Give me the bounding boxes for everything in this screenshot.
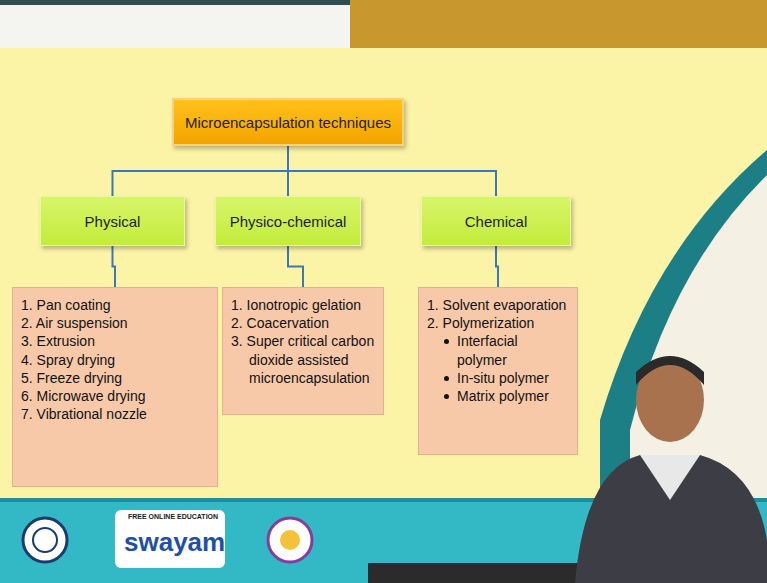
institute-logo-ring bbox=[33, 528, 57, 552]
sub-item: Interfacial polymer bbox=[427, 332, 569, 368]
list-item: 2. Coacervation bbox=[231, 314, 375, 332]
list-item: 3. Extrusion bbox=[21, 332, 209, 350]
technique-list: 1. Pan coating2. Air suspension3. Extrus… bbox=[12, 287, 218, 487]
logo-tagline: FREE ONLINE EDUCATION bbox=[128, 513, 218, 520]
bullet bbox=[444, 376, 449, 381]
connector bbox=[288, 146, 496, 196]
technique-list: 1. Ionotropic gelation2. Coacervation3. … bbox=[222, 287, 384, 415]
presenter bbox=[575, 356, 767, 583]
category-box: Chemical bbox=[421, 196, 571, 246]
list-item: 2. Air suspension bbox=[21, 314, 209, 332]
partner-logo bbox=[268, 518, 312, 562]
list-item: 4. Spray drying bbox=[21, 351, 209, 369]
swayam-logo-panel bbox=[115, 510, 225, 568]
institute-logo bbox=[23, 518, 67, 562]
partner-logo-core bbox=[280, 530, 300, 550]
top-strip bbox=[0, 0, 350, 5]
category-box: Physical bbox=[40, 196, 185, 246]
connector bbox=[288, 246, 303, 287]
corner-swoosh bbox=[600, 150, 767, 500]
toolbar bbox=[368, 563, 593, 583]
connector bbox=[113, 146, 289, 196]
sub-item: Matrix polymer bbox=[427, 387, 569, 405]
box-label: Chemical bbox=[465, 213, 528, 230]
gold-band bbox=[350, 0, 767, 48]
connector bbox=[496, 246, 498, 287]
list-item: 6. Microwave drying bbox=[21, 387, 209, 405]
sub-item: In-situ polymer bbox=[427, 369, 569, 387]
list-item: 2. Polymerization bbox=[427, 314, 569, 332]
top-band bbox=[0, 0, 767, 48]
bullet bbox=[444, 339, 449, 344]
technique-list: 1. Solvent evaporation2. PolymerizationI… bbox=[418, 287, 578, 455]
box-label: Physico-chemical bbox=[230, 213, 347, 230]
list-item: 5. Freeze drying bbox=[21, 369, 209, 387]
corner-panel bbox=[630, 175, 767, 500]
connector bbox=[113, 246, 116, 287]
category-box: Physico-chemical bbox=[215, 196, 361, 246]
list-item: 3. Super critical carbon dioxide assiste… bbox=[231, 332, 375, 387]
bullet bbox=[444, 394, 449, 399]
title-box: Microencapsulation techniques bbox=[172, 98, 404, 146]
logo-wordmark: swayam bbox=[124, 527, 225, 558]
list-item: 1. Ionotropic gelation bbox=[231, 296, 375, 314]
box-label: Microencapsulation techniques bbox=[185, 114, 391, 131]
list-item: 1. Solvent evaporation bbox=[427, 296, 569, 314]
list-item: 7. Vibrational nozzle bbox=[21, 405, 209, 423]
box-label: Physical bbox=[85, 213, 141, 230]
list-item: 1. Pan coating bbox=[21, 296, 209, 314]
